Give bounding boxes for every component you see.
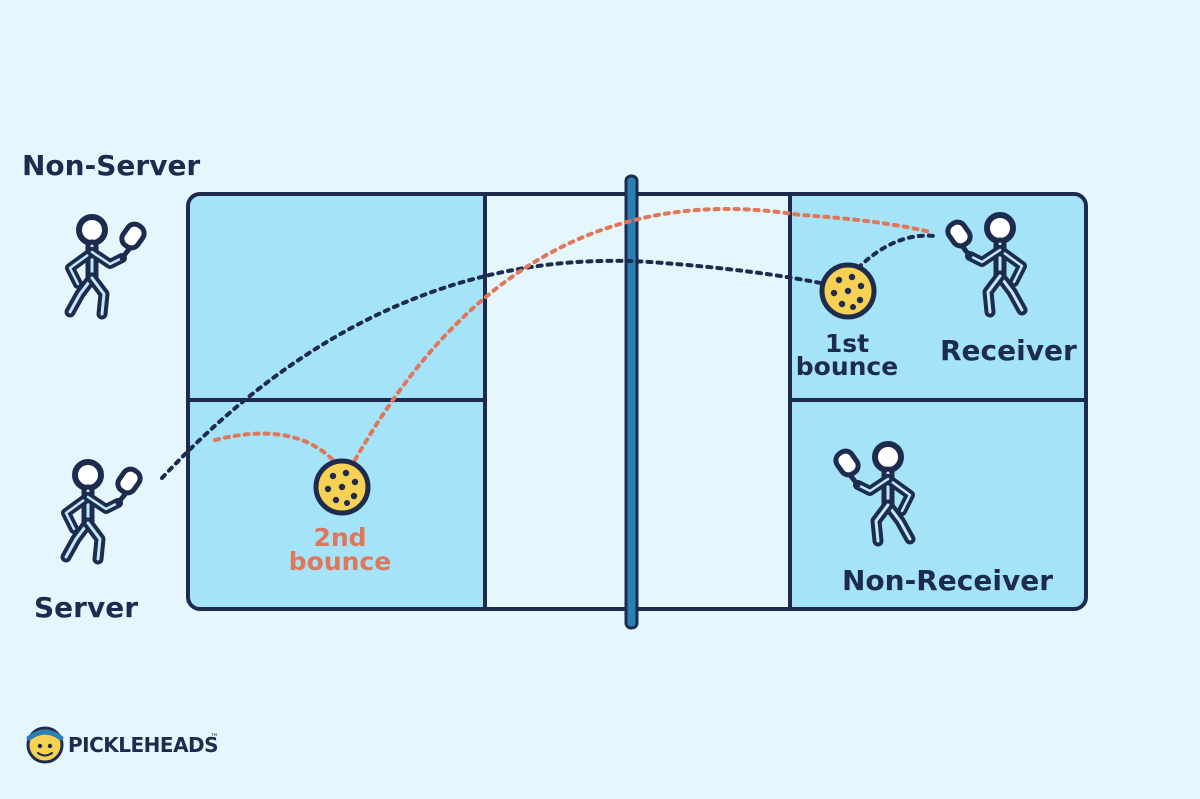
- pickleball-mascot-icon: [26, 726, 64, 764]
- return-path: [213, 207, 932, 464]
- receiver-label: Receiver: [940, 334, 1077, 367]
- serve-path: [160, 233, 937, 480]
- second-bounce-label-line2: bounce: [289, 547, 391, 576]
- pickleheads-logo: PICKLEHEADS ™: [26, 726, 219, 764]
- net: [624, 174, 639, 630]
- logo-text: PICKLEHEADS: [68, 733, 218, 757]
- second-bounce-label-line1: 2nd: [313, 523, 366, 552]
- player-icon: [66, 462, 143, 559]
- logo-trademark: ™: [210, 733, 219, 743]
- first-bounce-label-line2: bounce: [796, 352, 898, 381]
- player-icon: [70, 217, 147, 314]
- non-receiver-label: Non-Receiver: [842, 564, 1053, 597]
- server-label: Server: [34, 591, 138, 624]
- non-server-label: Non-Server: [22, 149, 200, 182]
- pickleball-icon: [316, 461, 368, 513]
- pickleball-icon: [822, 265, 874, 317]
- first-bounce-label-line1: 1st: [825, 329, 869, 358]
